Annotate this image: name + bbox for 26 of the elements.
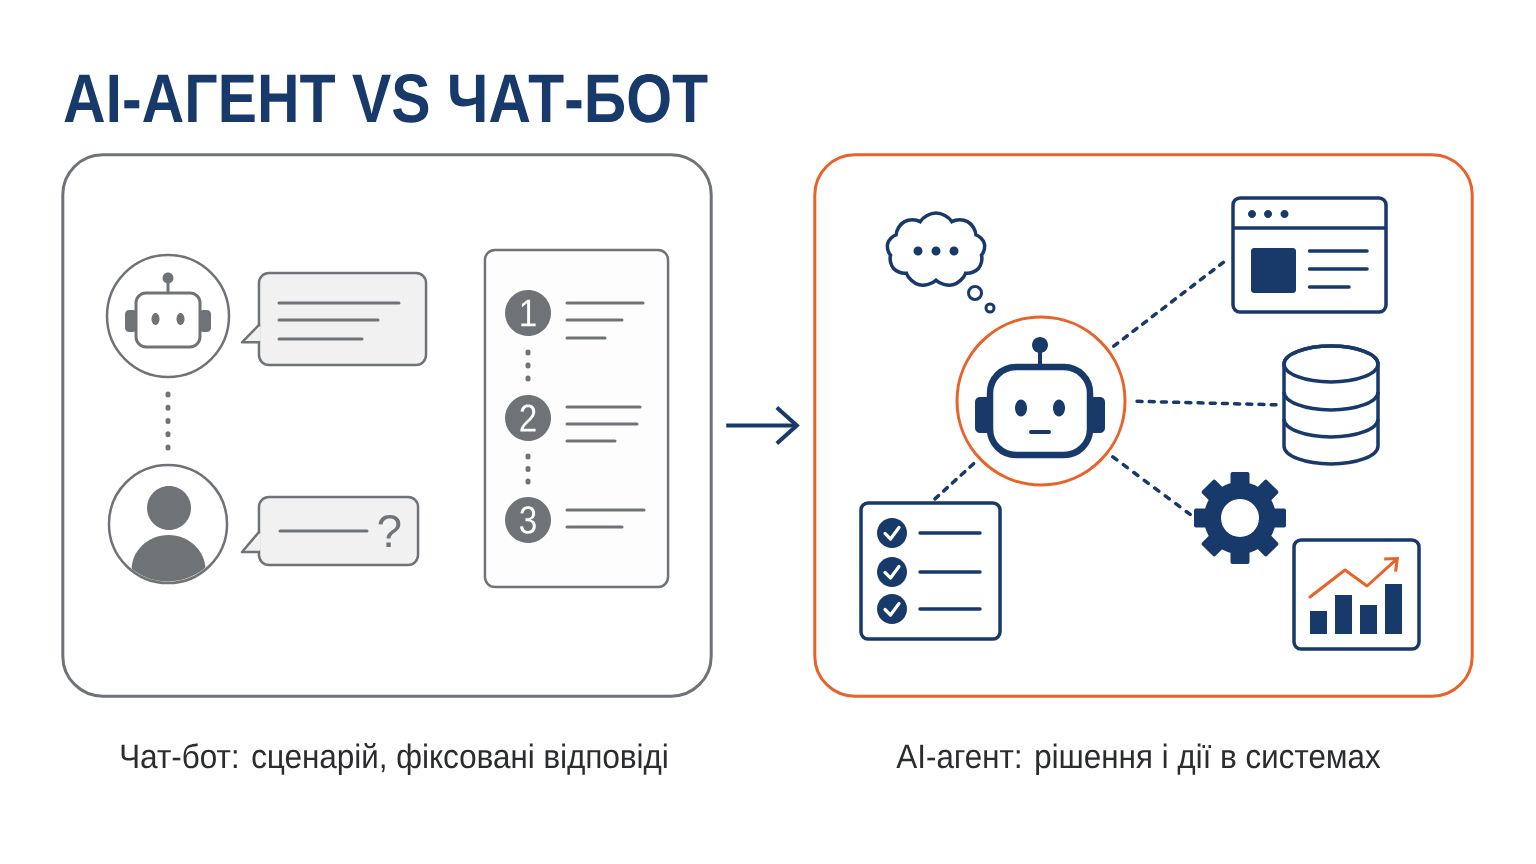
dashed-line [1135,399,1278,407]
step-number: 1 [505,290,552,336]
dashed-line [1111,260,1226,348]
database-cylinder [1282,344,1380,466]
robot-avatar [955,315,1127,487]
gear-icon [1194,472,1286,564]
panel [61,153,713,698]
dashed-line [1111,455,1192,517]
chart-card [1292,538,1421,651]
robot-avatar [105,253,231,379]
browser-window [1231,196,1388,314]
dotted-line [165,391,171,451]
thought-cloud [885,211,996,314]
step-number: 2 [505,395,552,441]
step-list-card [483,248,670,589]
title: AI-АГЕНТ VS ЧАТ-БОТ [64,74,708,123]
dotted-line [525,453,531,485]
person-avatar [107,463,229,585]
dotted-line [525,349,531,382]
panel-label: AI-агент: рішення і дії в системах [896,743,1381,775]
speech-bubble: ? [240,495,420,567]
speech-bubble [240,271,428,367]
step-number: 3 [505,497,552,543]
dashed-line [933,461,976,501]
panel [813,153,1474,698]
panel-label: Чат-бот: сценарій, фіксовані відповіді [121,742,667,775]
